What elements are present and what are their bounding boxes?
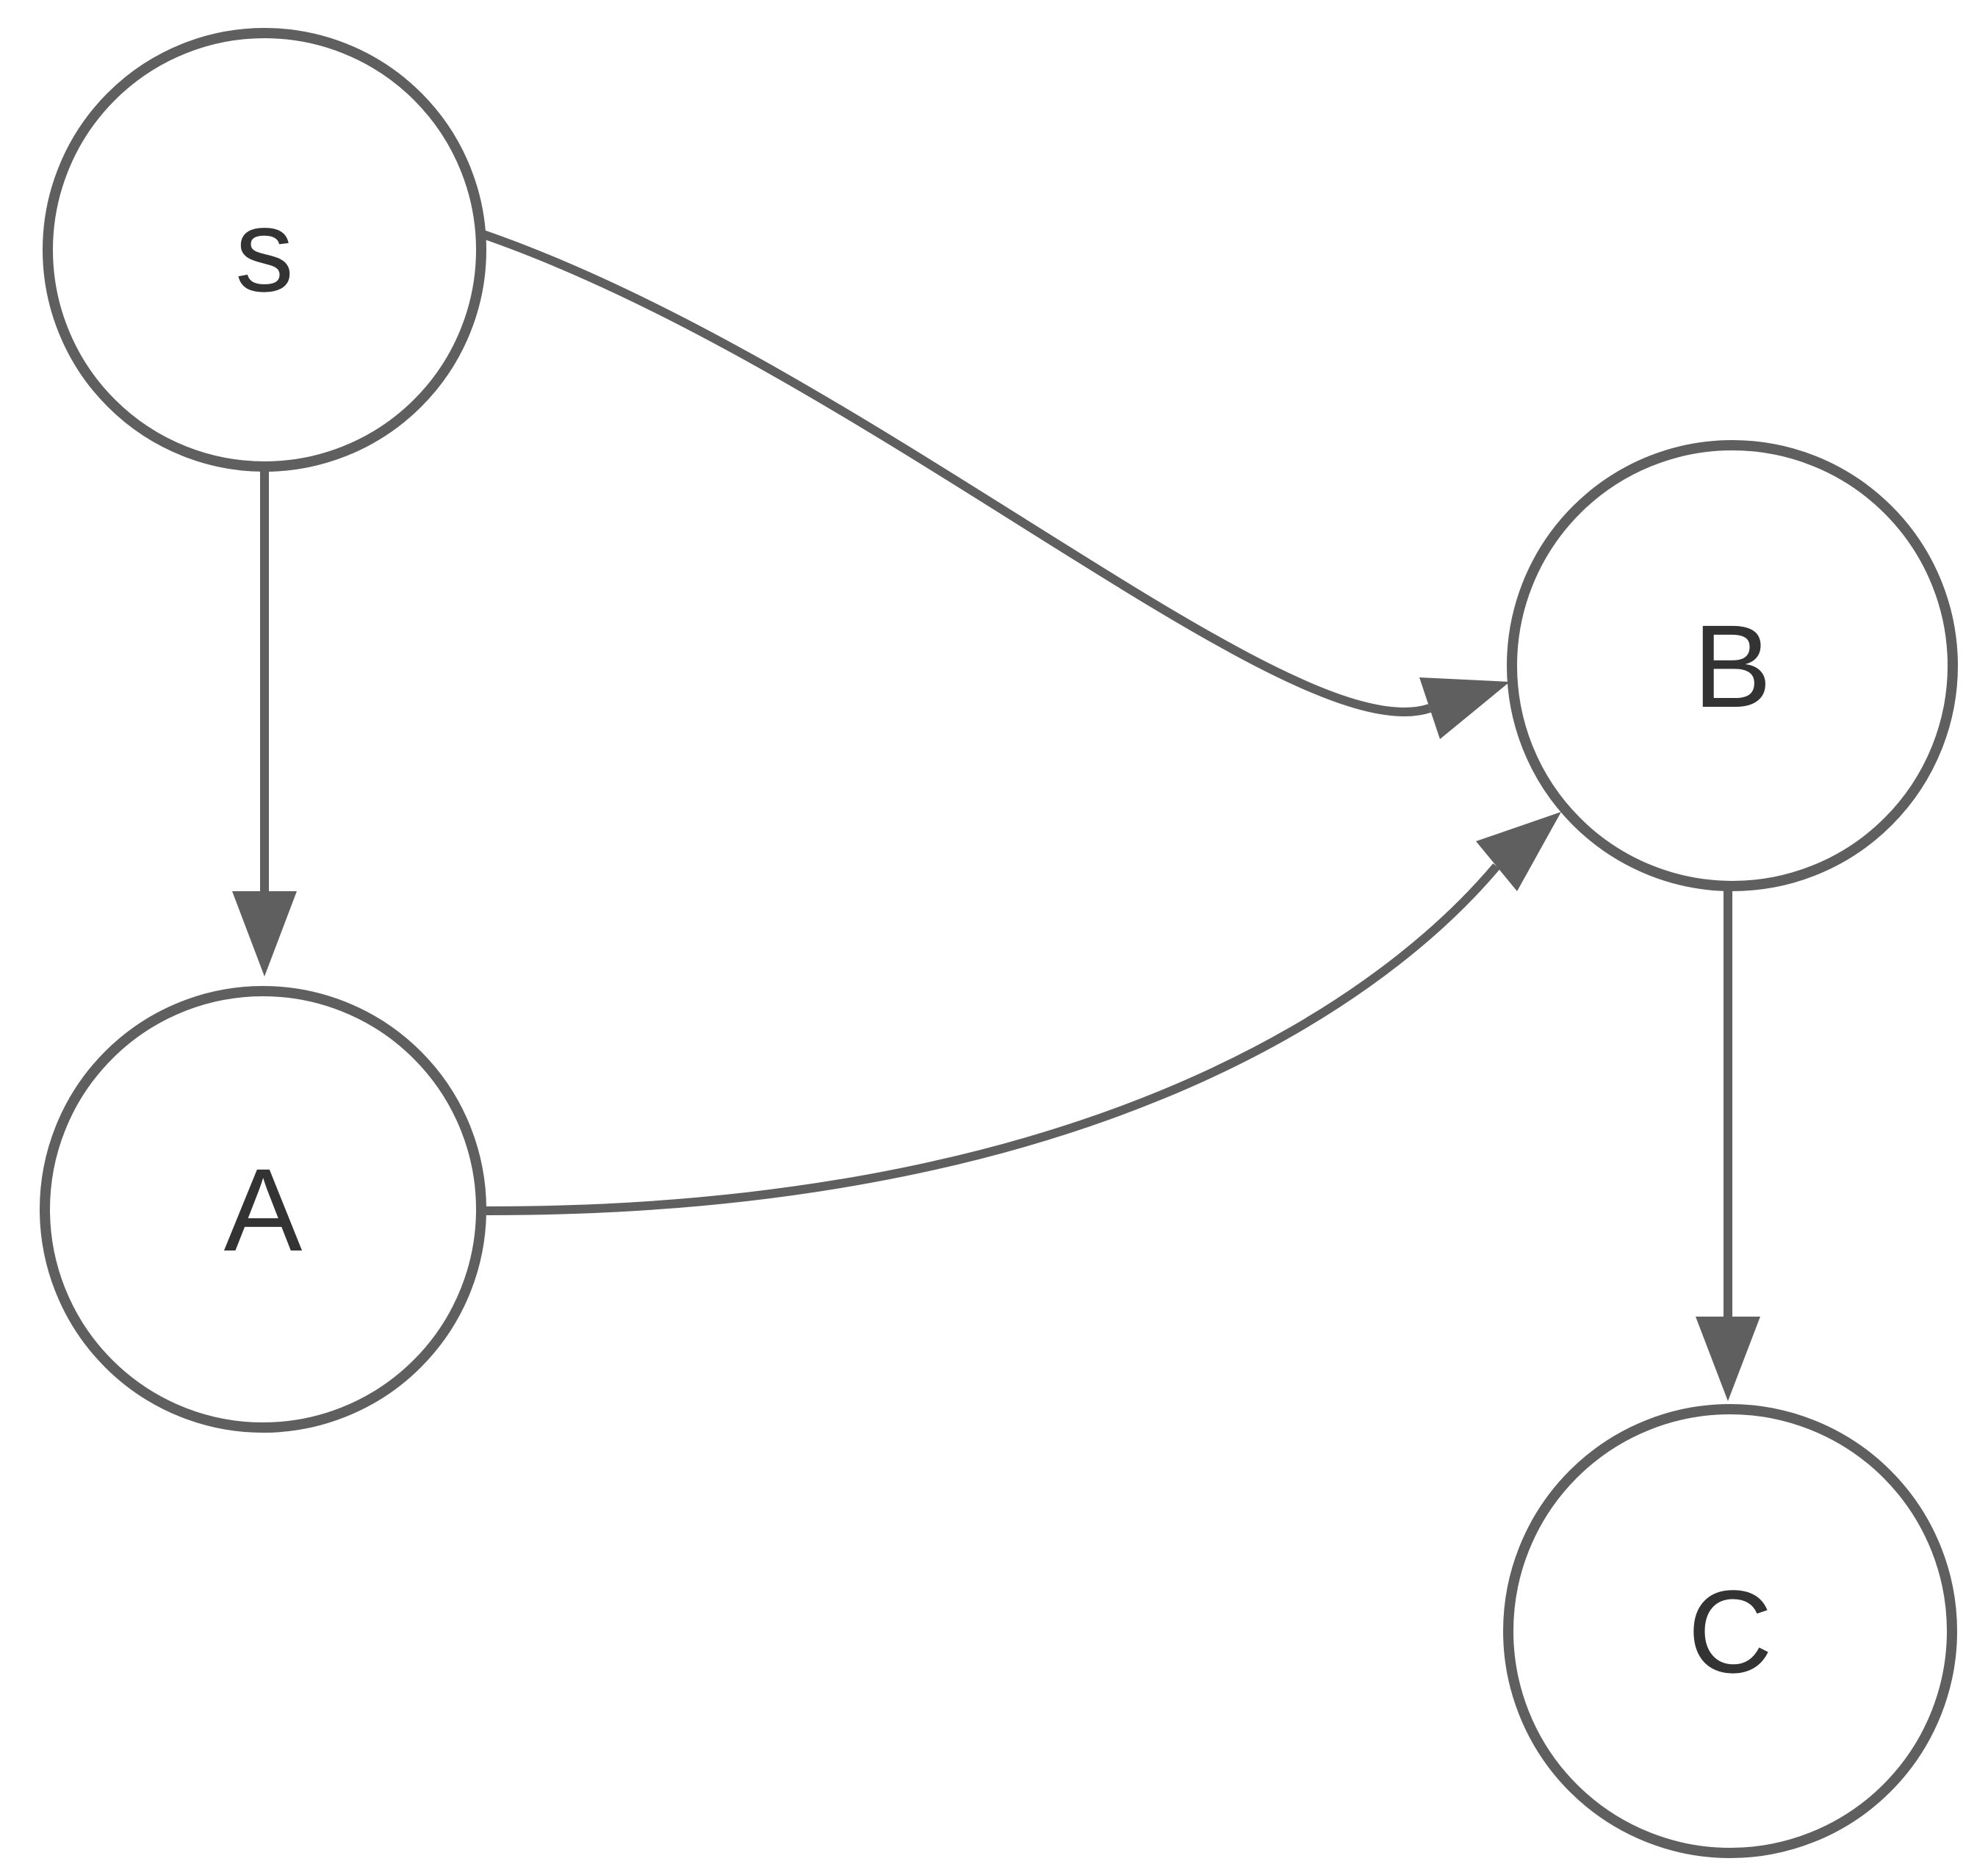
edge-s-to-b — [480, 229, 1431, 716]
node-a-circle — [40, 986, 486, 1433]
node-s-circle — [43, 28, 486, 472]
node-c-circle — [1503, 1404, 1957, 1858]
arrowhead-a-to-b — [1476, 812, 1561, 891]
node-b-circle — [1507, 440, 1958, 891]
arrowhead-s-to-a — [232, 891, 297, 976]
node-b-label: B — [1693, 600, 1772, 732]
arrowhead-b-to-c — [1696, 1317, 1760, 1401]
node-c-label: C — [1688, 1566, 1773, 1697]
node-s-label: s — [235, 184, 294, 316]
arrowhead-s-to-b — [1419, 677, 1510, 739]
node-a-label: A — [224, 1144, 303, 1275]
edge-a-to-b — [483, 863, 1500, 1216]
